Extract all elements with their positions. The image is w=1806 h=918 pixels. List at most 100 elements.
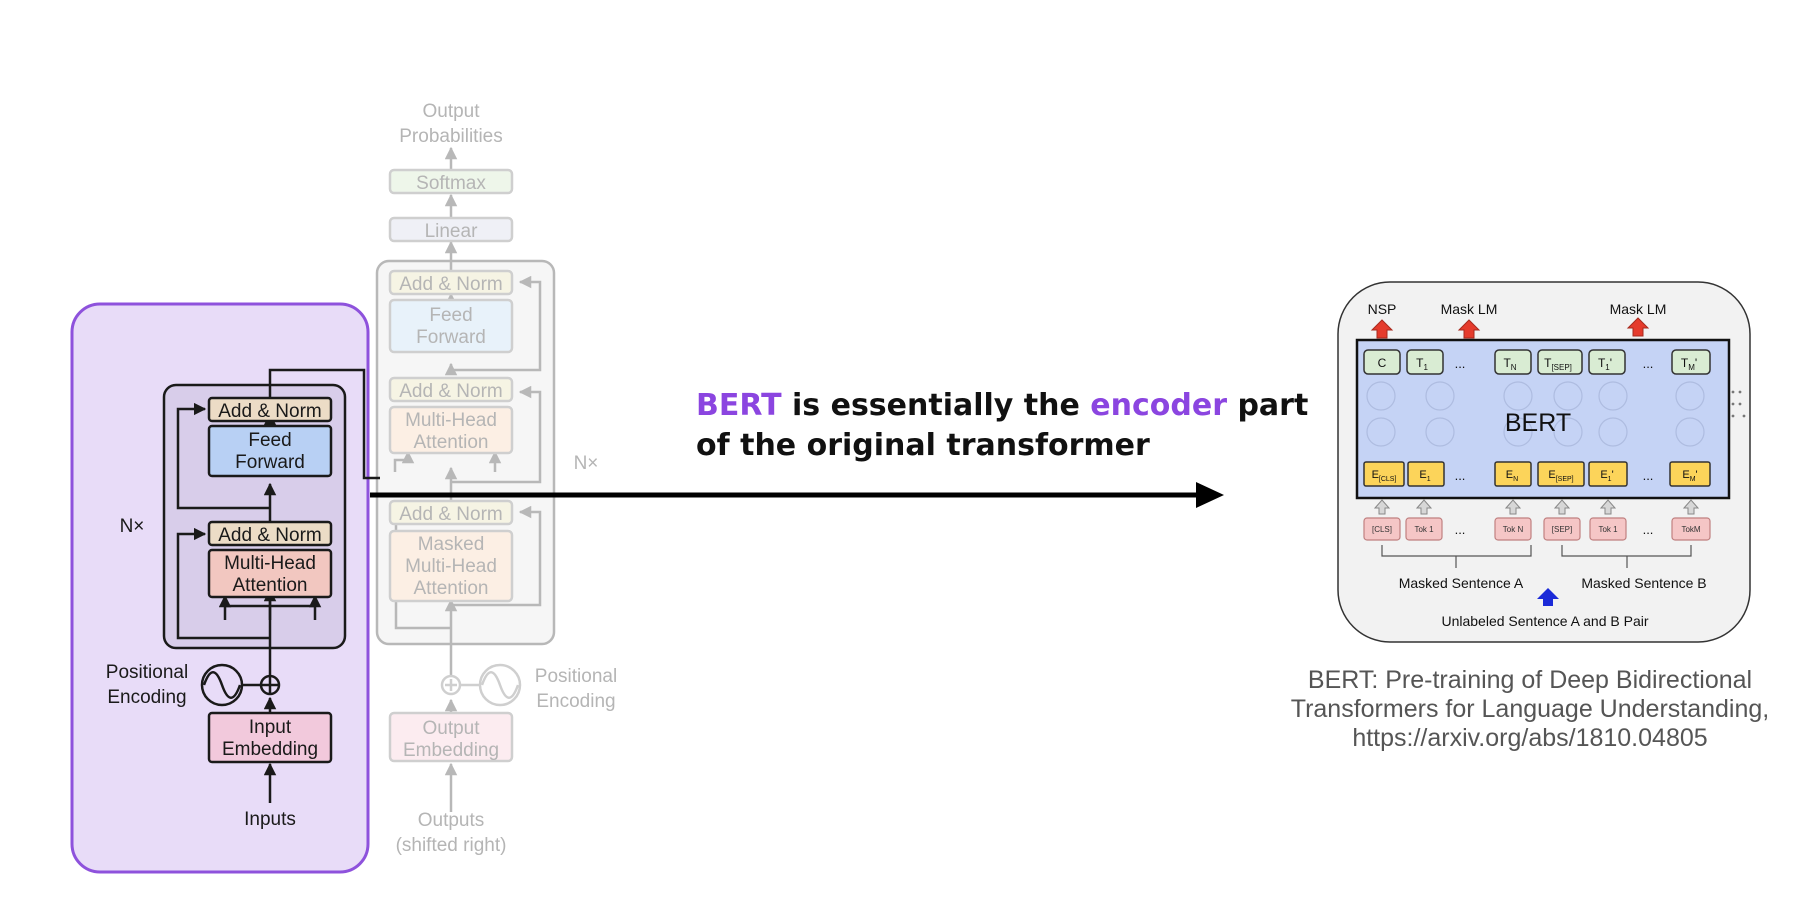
bert-out-tmp [1671,349,1711,375]
bert-tok-m-label: TokM [1681,525,1700,534]
bert-tok-1 [1405,517,1443,541]
masked-sentence-b-label: Masked Sentence B [1581,575,1706,591]
decoder-nx: N× [574,453,599,474]
encoder-input-embedding [207,711,333,764]
unlabeled-pair-label: Unlabeled Sentence A and B Pair [1441,613,1648,629]
decoder-add-norm-3-label: Add & Norm [399,274,502,295]
decoder-masked-l3: Attention [414,578,489,599]
decoder-mha-l1: Multi-Head [405,410,497,431]
headline-encoder: encoder [1090,388,1228,423]
bert-neurons [1366,381,1705,447]
pair-up-arrow [1537,588,1559,606]
encoder-inputs-label: Inputs [244,809,296,830]
decoder-mha-l2: Attention [414,432,489,453]
decoder-ff-l2: Forward [416,327,486,348]
bert-text-labels: NSP Mask LM Mask LM BERT ... ... ... ...… [1368,301,1707,629]
bert-tok-cls-label: [CLS] [1372,525,1392,534]
citation-line-2: Transformers for Language Understanding, [1290,695,1770,723]
encoder-mha-l1: Multi-Head [224,553,316,574]
emb-dots: ... [1455,468,1466,483]
bert-tok-sep [1543,517,1581,541]
tok-dots: ... [1455,522,1466,537]
headline: BERT is essentially the encoder part of … [696,386,1316,466]
encoder-labels: Add & Norm Feed Forward Add & Norm Multi… [106,401,322,830]
encoder-nx: N× [120,516,145,537]
encoder-add-norm-top [207,396,333,423]
decoder-add-norm-1-label: Add & Norm [399,504,502,525]
bert-outputs [1363,349,1711,375]
bert-tok-n-label: Tok N [1503,525,1524,534]
decoder-outputs-l1: Outputs [418,810,485,831]
bert-emb-cls [1363,461,1405,487]
encoder-add-norm-bottom-label: Add & Norm [218,525,321,546]
decoder-softmax [388,168,514,195]
decoder-linear [388,216,514,243]
bert-out-t1 [1406,349,1444,375]
encoder-embed-l1: Input [249,717,292,738]
bert-tok-sep-label: [SEP] [1552,525,1572,534]
svg-text:E1': E1' [1600,469,1613,483]
bert-tok-n [1494,517,1532,541]
decoder-blocks [388,168,522,763]
encoder-embed-l2: Embedding [222,739,318,760]
bert-out-tsep [1537,349,1583,375]
tok-dots-2: ... [1643,522,1654,537]
mask-lm-1-label: Mask LM [1441,301,1498,317]
decoder-masked-l1: Masked [418,534,485,555]
svg-text:E1: E1 [1419,469,1430,483]
bert-emb-mp [1669,461,1711,487]
bert-token-labels: [CLS] Tok 1 Tok N [SEP] Tok 1 TokM [1372,525,1701,534]
decoder-sine-wave [480,671,520,699]
bert-input-arrows [1373,499,1700,515]
decoder-embed-l1: Output [422,718,480,739]
decoder-output-prob-l1: Output [422,101,480,122]
decoder-multi-head-attention [388,405,514,455]
nsp-arrow [1370,319,1394,339]
mask-lm-arrow-2 [1626,317,1650,337]
svg-text:T1': T1' [1598,356,1612,372]
out-dots: ... [1455,356,1466,371]
decoder-add-norm-2 [388,376,514,403]
decoder-feed-forward [388,298,514,354]
decoder-pe-l1: Positional [535,666,617,687]
svg-text:C: C [1378,356,1387,370]
emb-dots-2: ... [1643,468,1654,483]
bert-emb-sep [1537,461,1585,487]
out-dots-2: ... [1643,356,1654,371]
mask-lm-2-label: Mask LM [1610,301,1667,317]
headline-end: part of the original transformer [696,388,1309,463]
bert-tok-cls [1363,517,1401,541]
citation-line-3: https://arxiv.org/abs/1810.04805 [1352,724,1708,752]
citation: BERT: Pre-training of Deep Bidirectional… [1250,666,1806,753]
bert-out-c [1363,349,1401,375]
citation-line-1: BERT: Pre-training of Deep Bidirectional [1307,666,1753,694]
encoder-add-norm-bottom [207,520,333,547]
bert-out-t1p [1588,349,1626,375]
encoder-add-norm-top-label: Add & Norm [218,401,321,422]
encoder-pe-l1: Positional [106,662,188,683]
encoder-pe-l2: Encoding [107,687,186,708]
bert-side-dots [1731,390,1746,418]
bert-tok-1-label: Tok 1 [1414,525,1434,534]
decoder-pe-l2: Encoding [536,691,615,712]
encoder-multi-head-attention [207,548,333,599]
encoder-sine-wave [202,671,242,699]
bert-tok-m [1671,517,1711,541]
bert-figure: C T1 TN T[SEP] T1' TM' E[CLS] E1 EN E[SE… [1337,281,1751,643]
bert-emb-1p [1588,461,1628,487]
masked-sentence-a-label: Masked Sentence A [1399,575,1524,591]
decoder-masked-l2: Multi-Head [405,556,497,577]
bert-emb-n [1494,461,1532,487]
encoder-frame [162,383,347,650]
bert-out-tn [1494,349,1532,375]
bert-tok-1b [1589,517,1627,541]
decoder-output-prob-l2: Probabilities [399,126,503,147]
bert-embeddings [1363,461,1711,487]
decoder-add-norm-2-label: Add & Norm [399,381,502,402]
bert-brackets [1381,545,1692,568]
encoder-ff-l1: Feed [248,430,291,451]
decoder-output-embedding [388,711,514,763]
encoder-feed-forward [207,424,333,478]
bert-tokens [1363,517,1711,541]
decoder-labels: Output Probabilities Softmax Linear Add … [396,101,618,856]
